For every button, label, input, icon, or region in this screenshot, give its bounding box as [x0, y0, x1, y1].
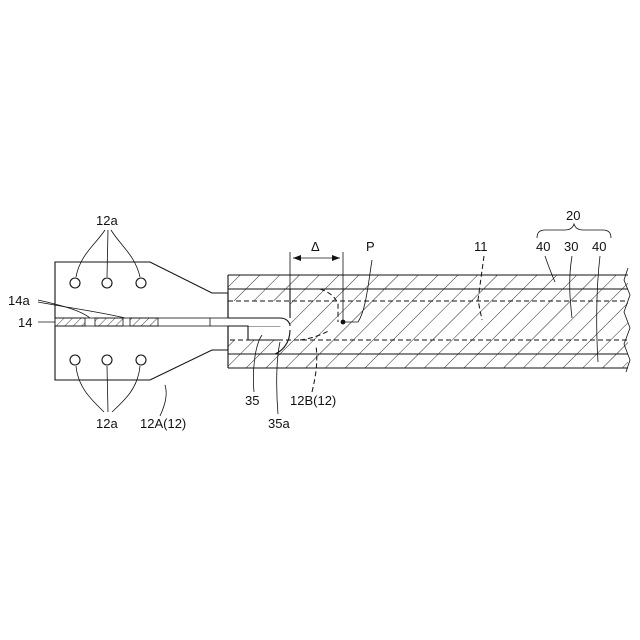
- label-35a: 35a: [268, 416, 290, 431]
- label-12a-bottom: 12a: [96, 416, 118, 431]
- label-14: 14: [18, 315, 32, 330]
- brace-20: [537, 224, 611, 238]
- holes-bottom: [70, 355, 146, 365]
- label-p: P: [366, 239, 375, 254]
- label-14a: 14a: [8, 293, 30, 308]
- label-30: 30: [564, 239, 578, 254]
- label-12a-terminal: 12A(12): [140, 416, 186, 431]
- hole-icon: [136, 355, 146, 365]
- label-11: 11: [474, 239, 488, 254]
- terminal-12a-lower: [55, 326, 228, 380]
- label-12a-top: 12a: [96, 213, 118, 228]
- hole-icon: [70, 278, 80, 288]
- holes-top: [70, 278, 146, 288]
- hole-icon: [70, 355, 80, 365]
- label-20: 20: [566, 208, 580, 223]
- label-40-left: 40: [536, 239, 550, 254]
- hole-icon: [136, 278, 146, 288]
- hole-icon: [102, 355, 112, 365]
- hole-icon: [102, 278, 112, 288]
- cable-body: [228, 275, 628, 368]
- label-40-right: 40: [592, 239, 606, 254]
- label-12b-terminal: 12B(12): [290, 393, 336, 408]
- label-35: 35: [245, 393, 259, 408]
- delta-label: Δ: [311, 239, 320, 254]
